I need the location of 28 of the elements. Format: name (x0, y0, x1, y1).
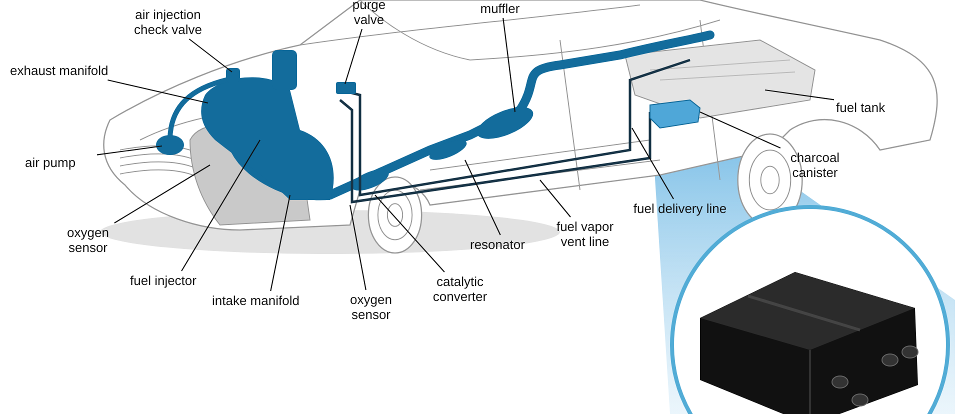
part-label: purge valve (336, 0, 402, 27)
leader-line (464, 160, 501, 236)
part-label: oxygen sensor (58, 225, 118, 255)
part-label: fuel delivery line (632, 201, 728, 216)
leader-line (270, 194, 291, 292)
part-label: air pump (25, 155, 95, 170)
part-label: air injection check valve (128, 7, 208, 37)
part-label: fuel tank (836, 100, 906, 115)
part-label: charcoal canister (780, 150, 850, 180)
part-label: fuel vapor vent line (545, 219, 625, 249)
leader-line (188, 38, 232, 72)
part-label: catalytic converter (420, 274, 500, 304)
leader-line (108, 79, 208, 104)
leader-line (349, 204, 366, 290)
leader-line (540, 180, 571, 218)
part-label: oxygen sensor (340, 292, 402, 322)
leader-line (764, 89, 834, 100)
part-label: fuel injector (130, 273, 220, 288)
part-label: exhaust manifold (10, 63, 140, 78)
leader-line (374, 194, 445, 272)
leader-line (502, 18, 516, 112)
part-label: muffler (470, 1, 530, 16)
leader-line (114, 164, 210, 224)
leader-line (344, 28, 363, 84)
leader-line (181, 140, 260, 272)
part-label: intake manifold (212, 293, 322, 308)
part-label: resonator (470, 237, 542, 252)
leader-line (632, 128, 674, 200)
